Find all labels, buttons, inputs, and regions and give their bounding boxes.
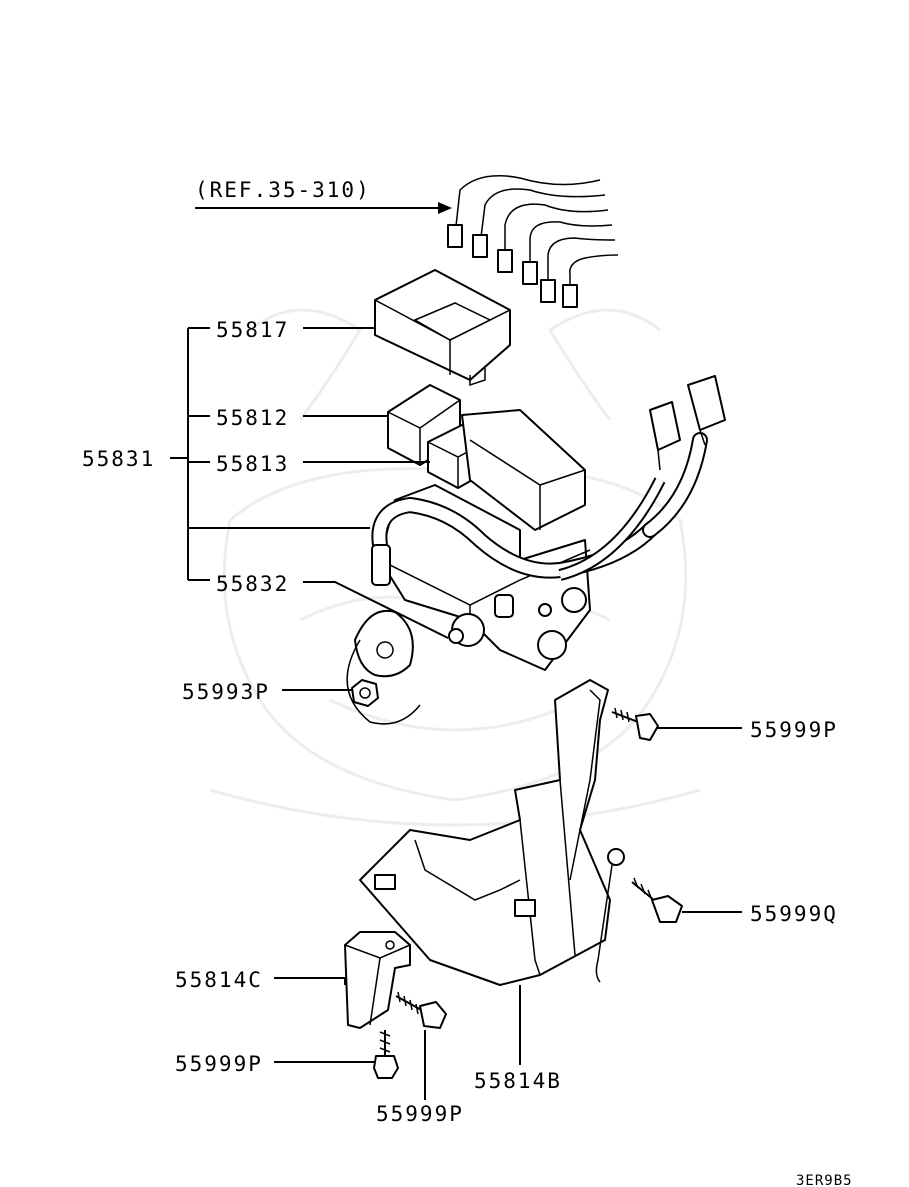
label-55999P-left: 55999P: [175, 1052, 263, 1076]
reference-label: (REF.35-310): [195, 178, 371, 202]
leader-lines: [170, 327, 742, 1100]
bracket-55814B: [359, 679, 625, 986]
bolt-55999P-left: [373, 1030, 399, 1079]
label-55999P-bottom: 55999P: [376, 1102, 464, 1126]
bolt-55999P-right: [611, 707, 659, 741]
bolt-55999Q: [631, 877, 683, 923]
label-55993P: 55993P: [182, 680, 270, 704]
bracket-55814C: [344, 931, 411, 1029]
label-55832: 55832: [216, 572, 289, 596]
label-55813: 55813: [216, 452, 289, 476]
label-55814C: 55814C: [175, 968, 263, 992]
bolt-55999P-bottom: [395, 991, 447, 1029]
label-55999Q: 55999Q: [750, 902, 838, 926]
reference-arrow: [195, 202, 452, 214]
label-55814B: 55814B: [474, 1069, 562, 1093]
relay-cover: [374, 269, 511, 387]
diagram-code: 3ER9B5: [796, 1173, 853, 1187]
label-55831: 55831: [82, 447, 155, 471]
label-55817: 55817: [216, 318, 289, 342]
label-55999P-right: 55999P: [750, 718, 838, 742]
hose: [371, 432, 708, 586]
hydraulic-unit: [346, 409, 591, 725]
brake-tubes-reference: [447, 175, 619, 308]
wire-connectors: [649, 375, 726, 471]
label-55812: 55812: [216, 406, 289, 430]
nut-55993P: [351, 679, 379, 707]
